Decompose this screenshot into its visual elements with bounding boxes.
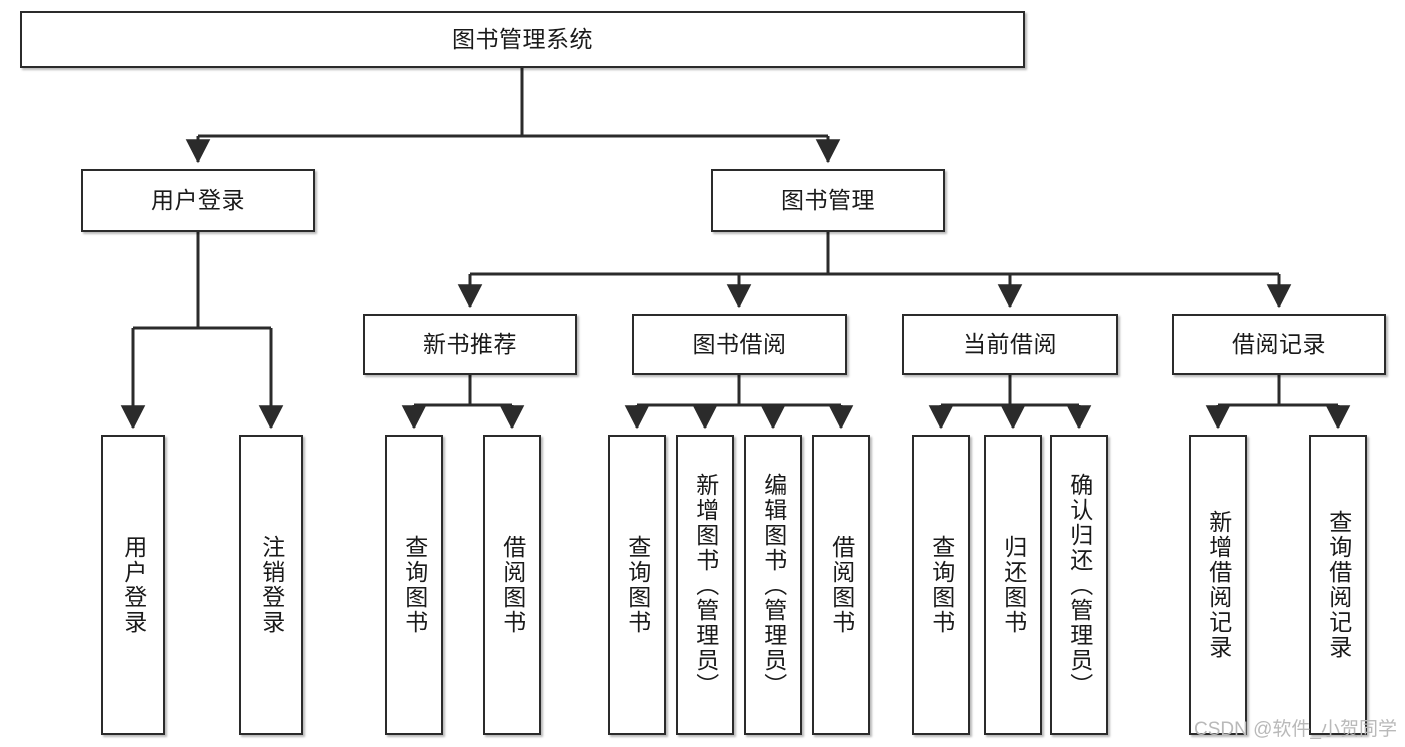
node-leaf-add-borrow-record-label: 新增借阅记录 [1205,510,1232,660]
node-leaf-confirm-return-admin-label: 确认归还（管理员） [1066,472,1093,698]
node-leaf-borrow-book-a-label: 借阅图书 [499,535,526,635]
node-leaf-return-book[interactable]: 归还图书 [984,435,1042,735]
node-leaf-add-borrow-record[interactable]: 新增借阅记录 [1189,435,1247,735]
node-leaf-query-borrow-record[interactable]: 查询借阅记录 [1309,435,1367,735]
node-new-book-recommend[interactable]: 新书推荐 [363,314,577,375]
node-leaf-query-book-a-label: 查询图书 [401,535,428,635]
node-leaf-user-logout[interactable]: 注销登录 [239,435,303,735]
node-leaf-user-login[interactable]: 用户登录 [101,435,165,735]
node-leaf-user-logout-label: 注销登录 [258,535,285,635]
node-leaf-query-book-a[interactable]: 查询图书 [385,435,443,735]
node-borrow-record[interactable]: 借阅记录 [1172,314,1386,375]
node-borrow-record-label: 借阅记录 [1232,330,1326,357]
node-leaf-borrow-book-b-label: 借阅图书 [828,535,855,635]
node-leaf-borrow-book-b[interactable]: 借阅图书 [812,435,870,735]
node-user-login[interactable]: 用户登录 [81,169,315,232]
node-leaf-confirm-return-admin[interactable]: 确认归还（管理员） [1050,435,1108,735]
node-user-login-label: 用户登录 [151,186,245,213]
node-leaf-borrow-book-a[interactable]: 借阅图书 [483,435,541,735]
node-current-borrow-label: 当前借阅 [963,330,1057,357]
node-leaf-query-book-b-label: 查询图书 [624,535,651,635]
node-leaf-add-book-admin-label: 新增图书（管理员） [692,472,719,698]
node-current-borrow[interactable]: 当前借阅 [902,314,1118,375]
node-new-book-recommend-label: 新书推荐 [423,330,517,357]
node-leaf-edit-book-admin-label: 编辑图书（管理员） [760,472,787,698]
node-book-borrow[interactable]: 图书借阅 [632,314,847,375]
node-book-borrow-label: 图书借阅 [692,330,787,357]
node-root[interactable]: 图书管理系统 [20,11,1025,68]
node-leaf-query-borrow-record-label: 查询借阅记录 [1325,510,1352,660]
node-leaf-query-book-b[interactable]: 查询图书 [608,435,666,735]
node-book-manage[interactable]: 图书管理 [711,169,945,232]
node-leaf-query-book-c[interactable]: 查询图书 [912,435,970,735]
node-root-label: 图书管理系统 [452,25,593,52]
node-book-manage-label: 图书管理 [781,186,875,213]
node-leaf-user-login-label: 用户登录 [120,535,147,635]
node-leaf-return-book-label: 归还图书 [1000,535,1027,635]
node-leaf-query-book-c-label: 查询图书 [928,535,955,635]
node-leaf-edit-book-admin[interactable]: 编辑图书（管理员） [744,435,802,735]
node-leaf-add-book-admin[interactable]: 新增图书（管理员） [676,435,734,735]
